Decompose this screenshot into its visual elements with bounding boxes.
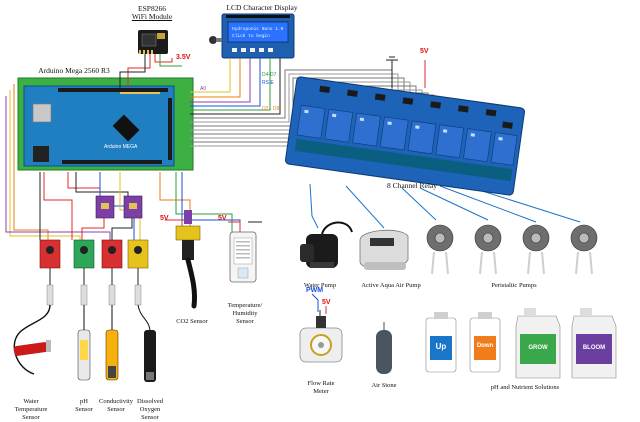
lcd-screen-line2: Click to begin — [232, 33, 270, 39]
peristaltic-pumps — [426, 224, 598, 275]
flow-meter-label-2: Meter — [313, 388, 329, 395]
relay-voltage-label: 5V — [420, 48, 429, 55]
flow-meter-label-1: Flow Rate — [307, 380, 335, 387]
co2-voltage-label: 5V — [160, 215, 169, 222]
flow-pwm-label: PWM — [306, 287, 324, 294]
ph-up-bottle — [425, 312, 457, 373]
water-temp-label-1: Water — [23, 398, 39, 405]
dissolved-oxygen-label-3: Sensor — [141, 414, 159, 421]
lcd-screen-line1: Hydroponic Nano 1.0 — [232, 26, 284, 32]
air-stone-image — [376, 322, 392, 374]
misc-pin-note: A0 — [200, 86, 207, 92]
dissolved-oxygen-label-1: Dissolved — [137, 398, 163, 405]
temp-voltage-label: 5V — [218, 215, 227, 222]
lcd-character-display: Hydroponic Nano 1.0 Click to begin — [209, 13, 295, 59]
water-temperature-probe — [13, 284, 54, 375]
flow-voltage-label: 5V — [322, 299, 331, 306]
temp-humidity-label-2: Humidity — [232, 310, 258, 317]
bottle-down-text: Down — [476, 343, 494, 349]
conductivity-label-1: Conductivity — [99, 398, 133, 405]
nutrients-label: pH and Nutrient Solutions — [490, 384, 560, 391]
ph-sensor-label-2: Sensor — [75, 406, 93, 413]
lcd-pin-note-b: RS,E — [262, 80, 274, 86]
ph-down-bottle — [469, 312, 501, 373]
esp-subtitle: WiFi Module — [131, 12, 173, 21]
air-pump-label: Active Aqua Air Pump — [361, 282, 421, 289]
co2-sensor — [175, 210, 201, 309]
co2-sensor-label: CO2 Sensor — [176, 318, 208, 325]
relay-board — [285, 76, 525, 196]
nutrient-bottles — [425, 308, 617, 379]
relay-title: 8 Channel Relay — [387, 181, 437, 190]
conductivity-probe — [105, 284, 119, 381]
bottle-up-text: Up — [435, 342, 447, 351]
lcd-title: LCD Character Display — [226, 3, 298, 12]
temp-humidity-label-1: Temperature/ — [227, 302, 263, 309]
conductivity-label-2: Sensor — [107, 406, 125, 413]
esp8266-module — [138, 30, 168, 54]
dissolved-oxygen-label-2: Oxygen — [139, 406, 161, 413]
air-pump-image — [359, 229, 409, 270]
water-temp-label-3: Sensor — [22, 414, 40, 421]
relay-pin-note: D2 - D9 — [262, 106, 280, 112]
bottle-grow-text: GROW — [528, 345, 548, 351]
signal-amplifier-boards — [95, 195, 143, 219]
water-temp-label-2: Temperature — [14, 406, 48, 413]
sensor-interface-boards — [39, 239, 149, 269]
grow-jug — [515, 308, 561, 379]
arduino-mega-board: Arduino MEGA — [17, 77, 194, 171]
ph-sensor-label-1: pH — [80, 398, 88, 405]
water-pump-label: Water Pump — [303, 282, 337, 289]
temperature-humidity-sensor — [229, 231, 257, 283]
esp-title: ESP8266 — [138, 4, 166, 13]
arduino-title: Arduino Mega 2560 R3 — [38, 66, 110, 75]
water-pump-image — [300, 221, 353, 268]
esp-voltage-label: 3.5V — [176, 54, 191, 61]
bloom-jug — [571, 308, 617, 379]
dissolved-oxygen-probe — [134, 284, 156, 382]
bottle-bloom-text: BLOOM — [582, 345, 606, 351]
peristaltic-pumps-label: Peristaltic Pumps — [491, 282, 537, 289]
temp-humidity-label-3: Sensor — [236, 318, 254, 325]
flow-rate-meter-image — [299, 316, 343, 363]
air-stone-label: Air Stone — [371, 382, 397, 389]
arduino-chip-label: Arduino MEGA — [104, 144, 138, 150]
ph-probe — [77, 284, 91, 381]
lcd-pin-note-a: D4-D7 — [262, 72, 277, 78]
